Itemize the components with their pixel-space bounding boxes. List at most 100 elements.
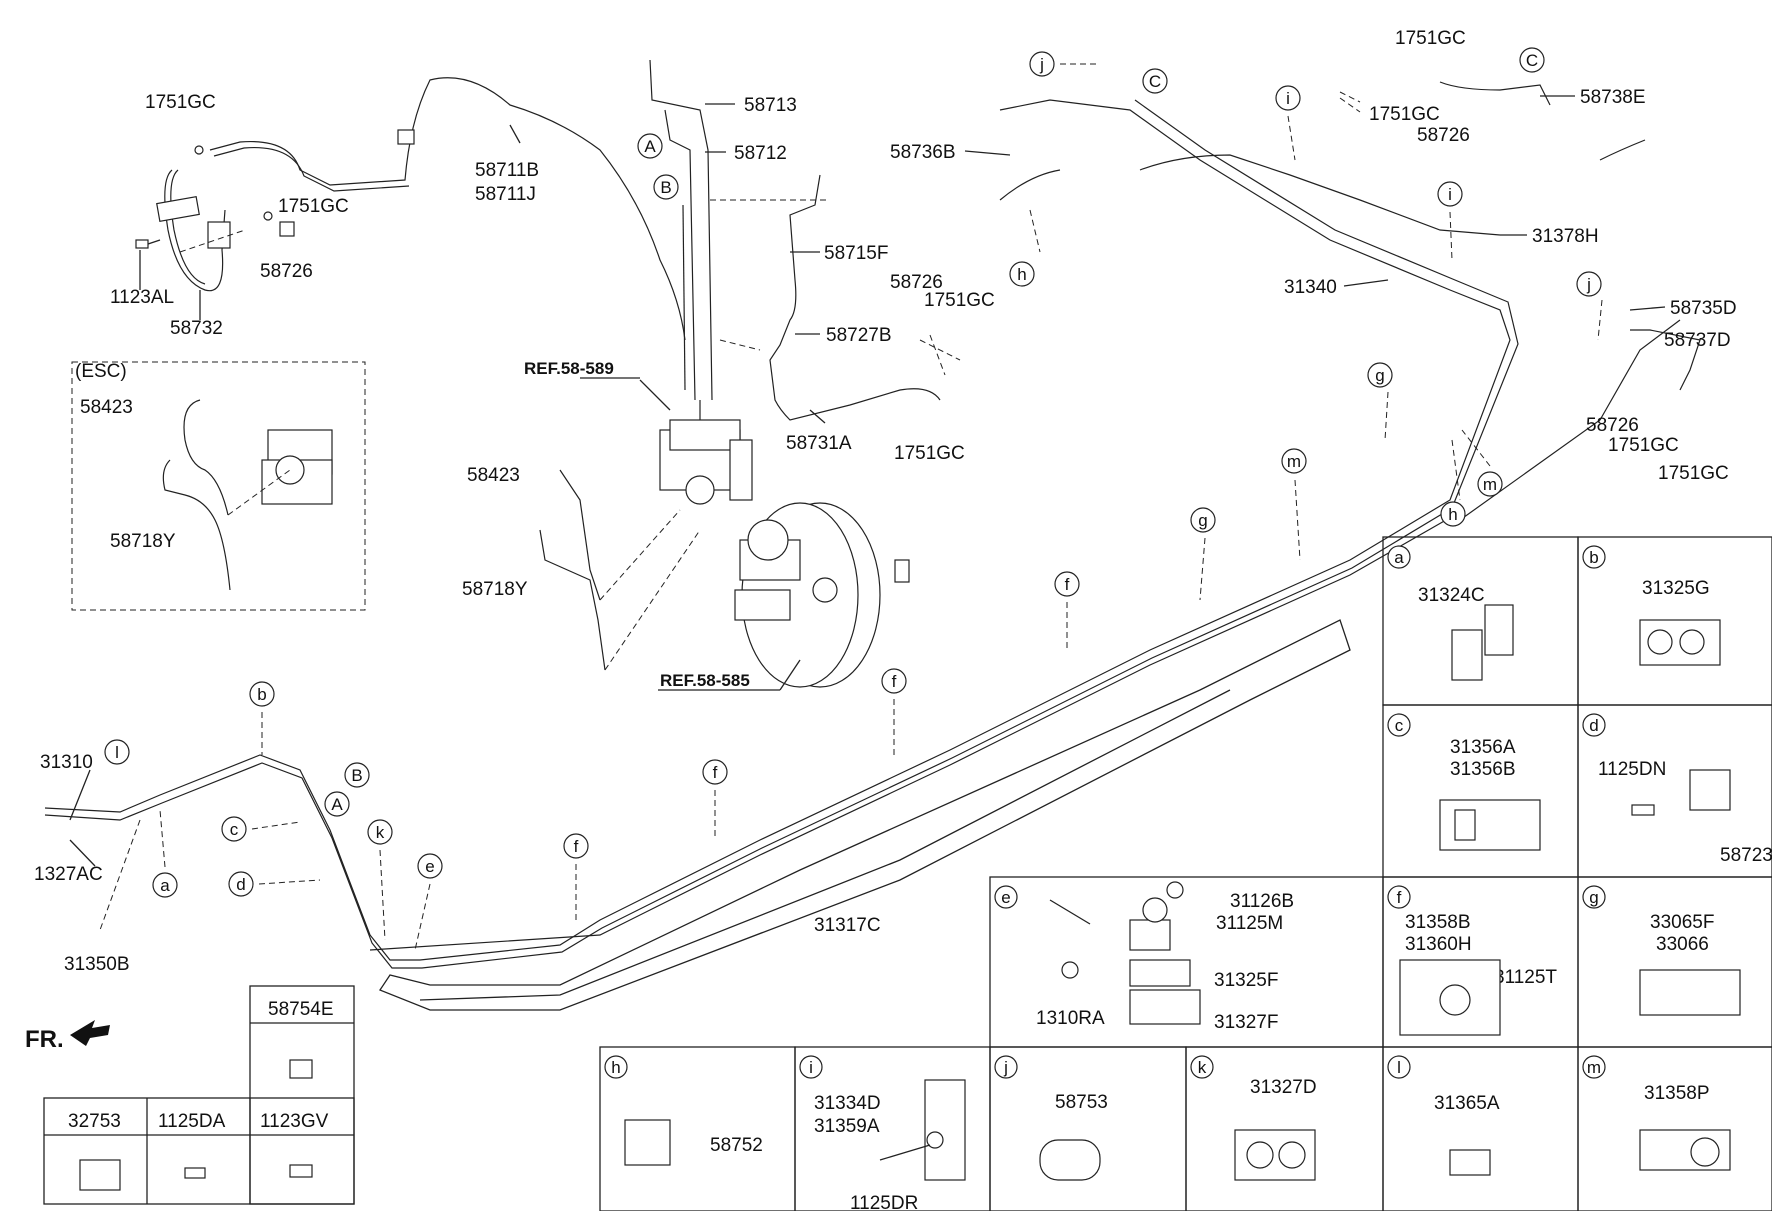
svg-text:31126B: 31126B: [1230, 891, 1294, 912]
part-label-l-58731a: 58731A: [786, 433, 852, 454]
fr-arrow-icon: [70, 1020, 110, 1046]
esc-unit: [162, 399, 333, 591]
svg-text:31125T: 31125T: [1494, 967, 1557, 988]
svg-text:m: m: [1287, 452, 1301, 471]
svg-text:58753: 58753: [1055, 1092, 1108, 1113]
callout-c-b: b: [249, 681, 275, 707]
svg-text:31358B: 31358B: [1405, 912, 1471, 933]
hose-58732: [135, 77, 686, 341]
part-label-l-58718y: 58718Y: [462, 579, 528, 600]
svg-text:i: i: [809, 1058, 813, 1077]
callout-c-c: c: [221, 816, 247, 842]
svg-text:B: B: [351, 766, 362, 785]
part-label-l-58727b: 58727B: [826, 325, 892, 346]
callout-c-d: d: [228, 871, 254, 897]
svg-text:31327D: 31327D: [1250, 1077, 1317, 1098]
part-label-l-1751gc-b: 1751GC: [278, 196, 349, 217]
svg-text:k: k: [1198, 1058, 1207, 1077]
svg-text:31358P: 31358P: [1644, 1083, 1710, 1104]
panel-cell-k: k 31327D: [1185, 1046, 1384, 1211]
svg-text:C: C: [1526, 51, 1538, 70]
part-label-l-esc: (ESC): [75, 361, 127, 382]
panel-cell-l: l 31365A: [1382, 1046, 1579, 1211]
table-label-32753: 32753: [68, 1111, 121, 1132]
table-label-58754e: 58754E: [268, 999, 334, 1020]
part-label-l-58726-a: 58726: [260, 261, 313, 282]
part-label-l-1751gc-c: 1751GC: [924, 290, 995, 311]
callout-c-C1: C: [1142, 68, 1168, 94]
svg-text:58723: 58723: [1720, 845, 1772, 866]
master-cylinder-booster: [659, 419, 910, 688]
svg-text:j: j: [1039, 55, 1044, 74]
part-label-l-58715f: 58715F: [824, 243, 888, 264]
callout-c-j1: j: [1029, 51, 1055, 77]
part-labels: 1751GC1751GC587261123AL58732(ESC)5842358…: [25, 28, 1737, 1053]
part-label-l-58726-c: 58726: [1417, 125, 1470, 146]
part-label-l-58712: 58712: [734, 143, 787, 164]
part-label-l-58738e: 58738E: [1580, 87, 1646, 108]
svg-text:f: f: [892, 672, 897, 691]
panel-cell-j: j 58753: [989, 1046, 1187, 1211]
upper-right-lines: [999, 81, 1701, 391]
callout-c-a: a: [152, 872, 178, 898]
svg-text:a: a: [1394, 548, 1404, 567]
svg-text:l: l: [115, 743, 119, 762]
svg-text:h: h: [611, 1058, 620, 1077]
svg-text:31327F: 31327F: [1214, 1012, 1278, 1033]
callout-c-B1: B: [653, 174, 679, 200]
callout-c-e: e: [417, 853, 443, 879]
svg-text:31356A: 31356A: [1450, 737, 1516, 758]
svg-text:f: f: [574, 837, 579, 856]
lines-58712-58713: [649, 59, 941, 421]
svg-text:g: g: [1375, 366, 1384, 385]
svg-text:h: h: [1017, 265, 1026, 284]
solid-leaders: [69, 95, 1666, 925]
part-label-l-1751gc-a: 1751GC: [145, 92, 216, 113]
part-label-l-58737d: 58737D: [1664, 330, 1731, 351]
lines-58423-58718y: [539, 469, 701, 671]
callout-c-A2: A: [324, 791, 350, 817]
svg-text:A: A: [331, 795, 343, 814]
svg-text:i: i: [1448, 185, 1452, 204]
svg-text:C: C: [1149, 72, 1161, 91]
part-label-l-58711j: 58711J: [475, 184, 536, 205]
svg-text:j: j: [1586, 275, 1591, 294]
svg-text:33066: 33066: [1656, 934, 1709, 955]
svg-text:c: c: [230, 820, 239, 839]
svg-text:c: c: [1395, 716, 1404, 735]
svg-text:31359A: 31359A: [814, 1116, 880, 1137]
svg-text:f: f: [1397, 888, 1402, 907]
callout-c-i2: i: [1437, 181, 1463, 207]
callout-c-A1: A: [637, 133, 663, 159]
part-label-l-1123al: 1123AL: [110, 287, 174, 308]
svg-text:l: l: [1397, 1058, 1401, 1077]
svg-text:i: i: [1286, 89, 1290, 108]
svg-text:B: B: [660, 178, 671, 197]
callout-c-h1: h: [1009, 261, 1035, 287]
table-label-1125da: 1125DA: [158, 1111, 226, 1132]
part-label-l-1751gc-d: 1751GC: [894, 443, 965, 464]
part-label-l-31350b: 31350B: [64, 954, 130, 975]
part-label-l-1751gc-g: 1751GC: [1608, 435, 1679, 456]
svg-text:31365A: 31365A: [1434, 1093, 1500, 1114]
svg-text:j: j: [1003, 1058, 1008, 1077]
dashed-leaders: [99, 63, 1603, 951]
svg-text:33065F: 33065F: [1650, 912, 1714, 933]
svg-text:31360H: 31360H: [1405, 934, 1472, 955]
svg-text:h: h: [1448, 505, 1457, 524]
part-label-l-58736b: 58736B: [890, 142, 956, 163]
callout-c-B2: B: [344, 762, 370, 788]
callout-c-C2: C: [1519, 47, 1545, 73]
panel-sketches: [624, 604, 1741, 1181]
svg-text:1310RA: 1310RA: [1036, 1008, 1105, 1029]
